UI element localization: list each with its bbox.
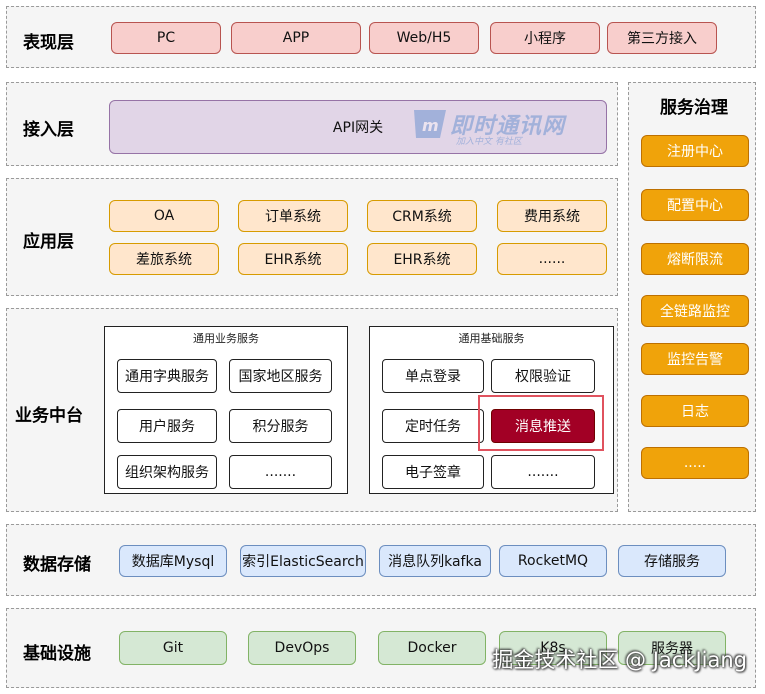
app-system-ehr-1: EHR系统 (238, 243, 348, 275)
base-services-title: 通用基础服务 (458, 332, 525, 345)
app-system-ehr-2: EHR系统 (367, 243, 477, 275)
mini-program-box: 小程序 (490, 22, 600, 54)
third-party-box: 第三方接入 (607, 22, 717, 54)
registry-center: 注册中心 (641, 135, 749, 167)
circuit-breaker: 熔断限流 (641, 243, 749, 275)
sso-service: 单点登录 (382, 359, 484, 393)
app-system-more: ...... (497, 243, 607, 275)
governance-more: ..... (641, 447, 749, 479)
watermark-logo-text: 即时通讯网 (450, 114, 566, 139)
app-system-expense: 费用系统 (497, 200, 607, 232)
middle-platform-label: 业务中台 (15, 406, 83, 426)
app-system-oa: OA (109, 200, 219, 232)
logging: 日志 (641, 395, 749, 427)
web-h5-box: Web/H5 (369, 22, 479, 54)
app-system-crm: CRM系统 (367, 200, 477, 232)
access-layer: 接入层 API网关 (6, 82, 618, 166)
storage-service-box: 存储服务 (618, 545, 726, 577)
middle-platform-layer: 业务中台 通用业务服务 通用字典服务 国家地区服务 用户服务 积分服务 组织架构… (6, 308, 618, 512)
message-push-service: 消息推送 (491, 409, 595, 443)
points-service: 积分服务 (229, 409, 332, 443)
app-system-travel: 差旅系统 (109, 243, 219, 275)
e-signature-service: 电子签章 (382, 455, 484, 489)
governance-title: 服务治理 (660, 98, 728, 118)
watermark-logo-icon: m (414, 110, 446, 138)
application-layer: 应用层 OA 订单系统 CRM系统 费用系统 差旅系统 EHR系统 EHR系统 … (6, 178, 618, 296)
org-structure-service: 组织架构服务 (117, 455, 217, 489)
tracing-monitor: 全链路监控 (641, 295, 749, 327)
dictionary-service: 通用字典服务 (117, 359, 217, 393)
presentation-layer-label: 表现层 (23, 33, 74, 53)
rocketmq-box: RocketMQ (499, 545, 607, 577)
business-services-panel: 通用业务服务 通用字典服务 国家地区服务 用户服务 积分服务 组织架构服务 ..… (104, 326, 348, 494)
elasticsearch-box: 索引ElasticSearch (240, 545, 366, 577)
watermark-footer: 掘金技术社区 @ JackJiang (492, 648, 747, 672)
kafka-box: 消息队列kafka (379, 545, 491, 577)
application-layer-label: 应用层 (23, 232, 74, 252)
docker-box: Docker (378, 631, 486, 665)
storage-layer-label: 数据存储 (23, 555, 91, 575)
devops-box: DevOps (248, 631, 356, 665)
git-box: Git (119, 631, 227, 665)
business-service-more: ....... (229, 455, 332, 489)
svg-text:m: m (422, 116, 439, 135)
alert-monitor: 监控告警 (641, 343, 749, 375)
infra-layer: 基础设施 Git DevOps Docker K8s 服务器 (6, 608, 756, 688)
infra-layer-label: 基础设施 (23, 644, 91, 664)
scheduled-task-service: 定时任务 (382, 409, 484, 443)
message-push-highlight (478, 395, 604, 451)
config-center: 配置中心 (641, 189, 749, 221)
base-service-more: ....... (491, 455, 595, 489)
k8s-box: K8s (499, 631, 607, 665)
business-services-title: 通用业务服务 (193, 332, 259, 345)
watermark-logo: m 即时通讯网 加入中文 有社区 (410, 106, 566, 147)
api-gateway-box: API网关 (109, 100, 607, 154)
region-service: 国家地区服务 (229, 359, 332, 393)
mysql-box: 数据库Mysql (119, 545, 227, 577)
base-services-panel: 通用基础服务 单点登录 权限验证 定时任务 消息推送 电子签章 ....... (369, 326, 614, 494)
watermark-logo-sub: 加入中文 有社区 (456, 137, 522, 147)
pc-box: PC (111, 22, 221, 54)
access-layer-label: 接入层 (23, 120, 74, 140)
app-system-order: 订单系统 (238, 200, 348, 232)
presentation-layer: 表现层 PC APP Web/H5 小程序 第三方接入 (6, 6, 756, 68)
permission-service: 权限验证 (491, 359, 595, 393)
app-box: APP (231, 22, 361, 54)
governance-layer: 服务治理 注册中心 配置中心 熔断限流 全链路监控 监控告警 日志 ..... (628, 82, 756, 512)
storage-layer: 数据存储 数据库Mysql 索引ElasticSearch 消息队列kafka … (6, 524, 756, 596)
user-service: 用户服务 (117, 409, 217, 443)
server-box: 服务器 (618, 631, 726, 665)
